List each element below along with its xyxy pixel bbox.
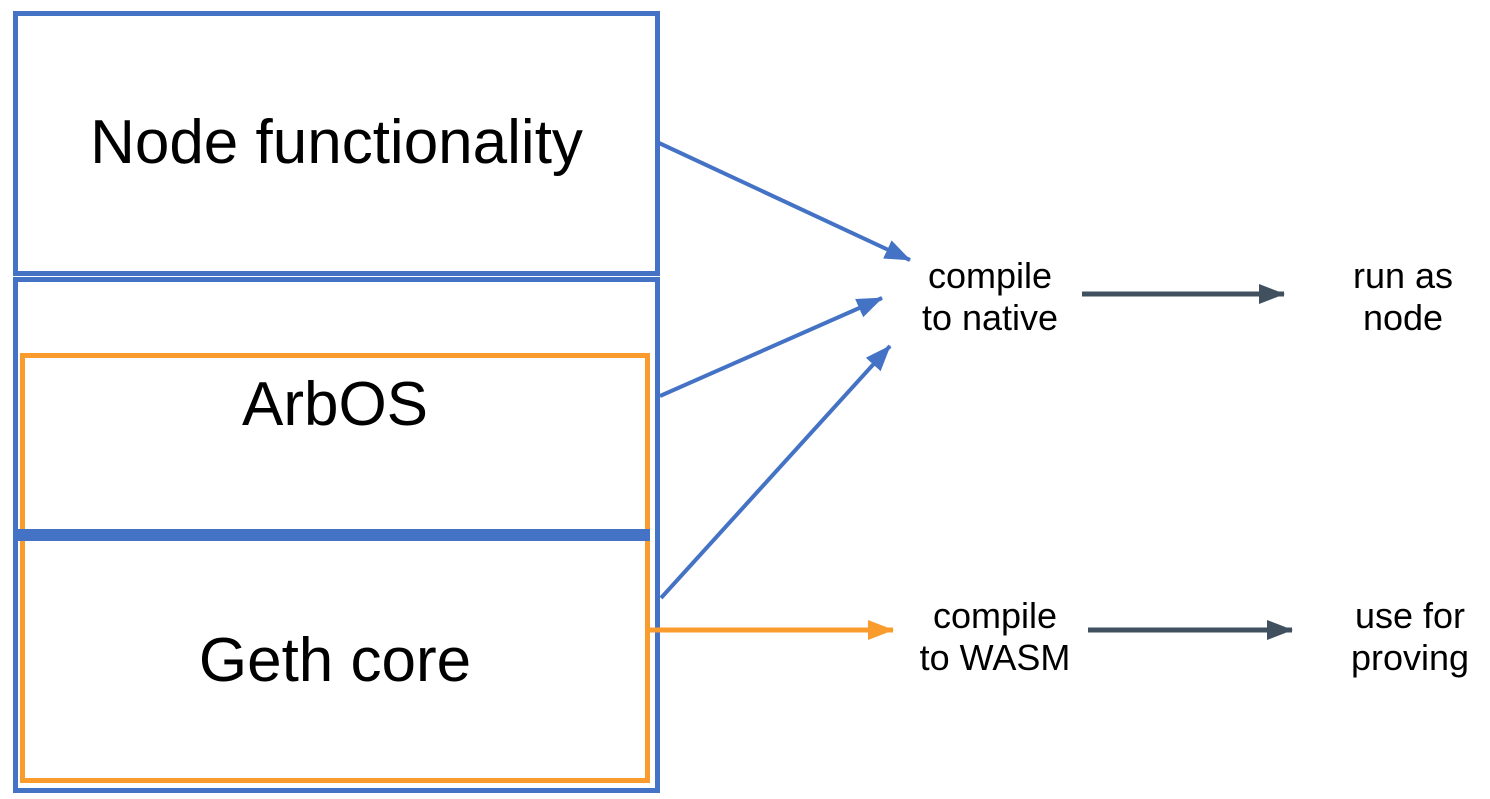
arrow-geth-to-compile-native <box>659 344 892 600</box>
arrow-node-functionality-to-compile-native <box>658 141 911 262</box>
node-functionality-label: Node functionality <box>90 108 583 177</box>
node-functionality-box <box>13 11 660 276</box>
arbos-label: ArbOS <box>241 370 429 439</box>
geth-core-label: Geth core <box>198 626 472 695</box>
arrow-arbos-to-compile-native <box>659 296 883 398</box>
use-for-proving-label: use for proving <box>1350 595 1470 678</box>
compile-to-native-label: compile to native <box>921 255 1059 338</box>
compile-to-wasm-label: compile to WASM <box>919 595 1071 678</box>
arbos-geth-divider <box>13 529 650 541</box>
wasm-scope-box <box>20 353 650 783</box>
run-as-node-label: run as node <box>1352 255 1454 338</box>
